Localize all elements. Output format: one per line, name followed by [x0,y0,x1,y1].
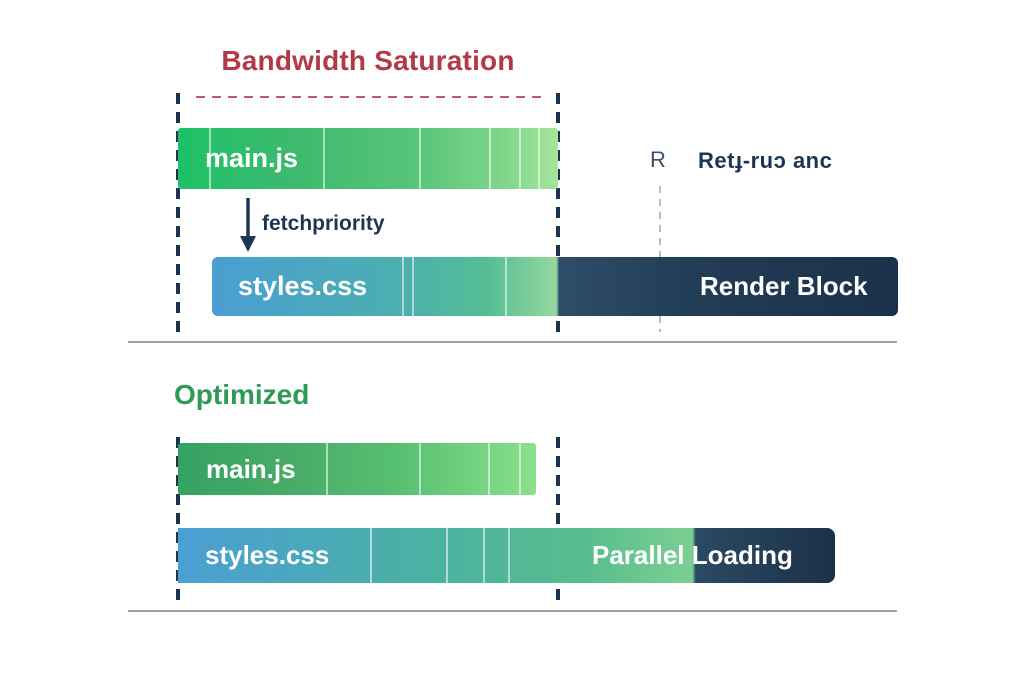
mainjs-bar-label: main.js [206,453,296,484]
section-title-bandwidth-saturation: Bandwidth Saturation [221,45,515,76]
bar-segment-divider [323,128,325,189]
bar-segment-divider [446,528,448,583]
section-divider-line [128,341,897,343]
render-marker-r-label: R [650,147,666,172]
end-marker-dashed-line-bottom [556,437,560,607]
stylescss-bar-label: styles.css [238,271,368,301]
bar-segment-divider [519,128,521,189]
bar-segment-divider [505,257,507,316]
bottom-divider-line [128,610,897,612]
bar-segment-divider [326,443,328,495]
bar-segment-divider [483,528,485,583]
bar-segment-divider [488,443,490,495]
bar-segment-divider [402,257,404,316]
bar-segment-divider [519,443,521,495]
bar-segment-divider [419,128,421,189]
arrow-down-icon [240,198,256,252]
mainjs-bar-top: main.js [178,128,558,189]
end-marker-dashed-line-top [556,93,560,333]
render-annotation-label: Retɟ-ruɔ anc [698,148,833,173]
bar-segment-divider [508,528,510,583]
parallel-loading-label: Parallel Loading [592,540,793,570]
bar-segment-divider [419,443,421,495]
bar-segment-divider [412,257,414,316]
stylescss-bar-label: styles.css [205,540,330,570]
mainjs-bar-label: main.js [205,143,299,173]
fetchpriority-label: fetchpriority [262,212,385,235]
bar-segment-divider [489,128,491,189]
render-block-label: Render Block [700,271,868,301]
start-marker-dashed-line-bottom [176,437,180,607]
mainjs-bar-bottom: main.js [178,443,536,495]
stylescss-bar-top: styles.css [212,257,898,316]
bar-segment-divider [538,128,540,189]
section-title-optimized: Optimized [174,379,310,410]
bar-segment-divider [209,128,211,189]
red-dashed-timeline [196,96,546,98]
bar-segment-divider [370,528,372,583]
stylescss-bar-bottom: styles.css [178,528,835,583]
start-marker-dashed-line-top [176,93,180,333]
